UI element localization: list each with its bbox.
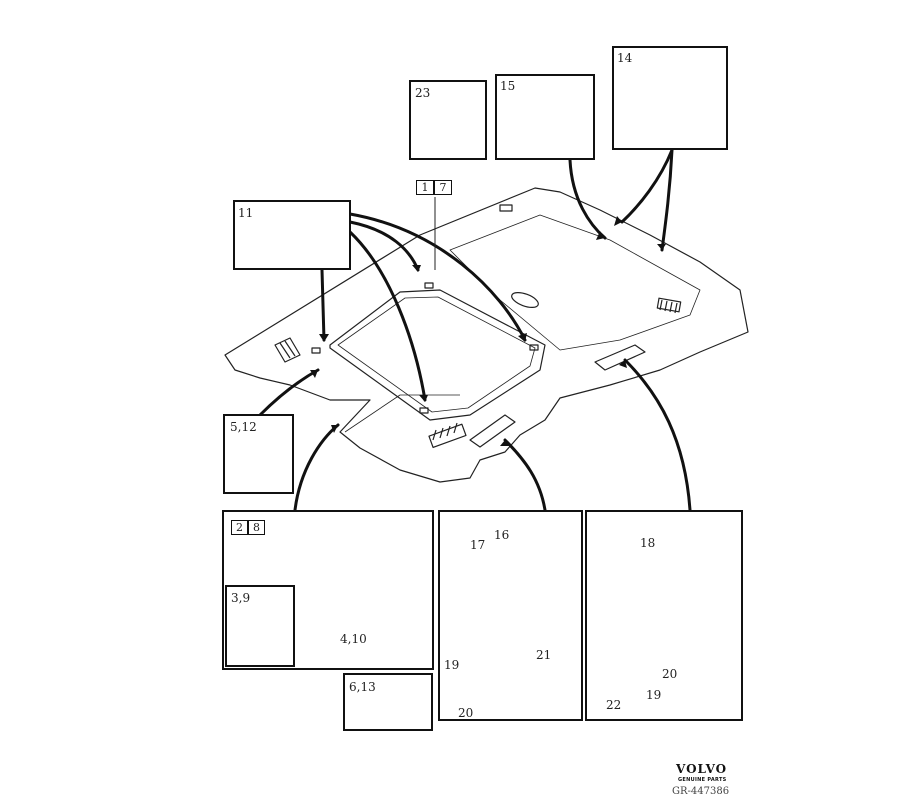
box-part-6-13 [343,673,433,731]
clip-c [419,407,429,414]
callout-16: 16 [494,528,510,542]
pointer-14a [620,148,674,224]
callout-19-front: 19 [444,658,460,672]
headliner-panel [224,187,749,483]
pointer-11b [348,220,420,272]
clip-a [424,282,434,289]
box-part-15 [495,74,595,160]
pointer-2-8 [293,423,340,512]
pointer-18 [623,358,692,512]
pointer-14b [660,148,674,252]
clip-d [311,347,321,354]
callout-5-12: 5,12 [230,420,257,434]
callout-20-front: 20 [458,706,474,720]
box-part-3-9 [225,585,295,667]
grab-handle-recess-front [469,414,516,448]
callout-22: 22 [606,698,622,712]
callout-17: 17 [470,538,486,552]
callout-6-13: 6,13 [349,680,376,694]
console-grid [428,423,467,449]
clip-e [499,204,513,212]
left-vent [274,337,301,363]
callout-14: 14 [617,51,633,65]
qty-cell-8: 8 [248,520,265,535]
pointer-11d [348,230,427,402]
callout-20-rear: 20 [662,667,678,681]
callout-21: 21 [536,648,552,662]
reference-number: GR-447386 [672,786,730,797]
pointer-16 [503,438,547,512]
dome-light-recess [511,292,539,308]
clip-b [529,344,539,351]
box-part-11 [233,200,351,270]
callout-19-rear: 19 [646,688,662,702]
callout-3-9: 3,9 [231,591,251,605]
callout-18: 18 [640,536,656,550]
box-rear-grab-handle [585,510,743,721]
grab-handle-recess-rear [594,344,646,371]
qty-cell-2: 2 [231,520,248,535]
vent-grid [656,297,682,313]
box-part-14 [612,46,728,150]
sunroof-opening [329,289,546,421]
callout-23: 23 [415,86,431,100]
box-part-23 [409,80,487,160]
pointer-11c [348,212,527,342]
qty-cell-7: 7 [434,180,452,195]
callout-4-10: 4,10 [340,632,367,646]
box-front-grab-handle [438,510,583,721]
callout-11: 11 [238,206,254,220]
pointer-11a [320,268,326,342]
volvo-logo: VOLVO [676,762,728,776]
qty-cell-1: 1 [416,180,434,195]
box-part-5-12 [223,414,294,494]
callout-15: 15 [500,79,516,93]
genuine-parts-label: GENUINE PARTS [678,777,727,783]
